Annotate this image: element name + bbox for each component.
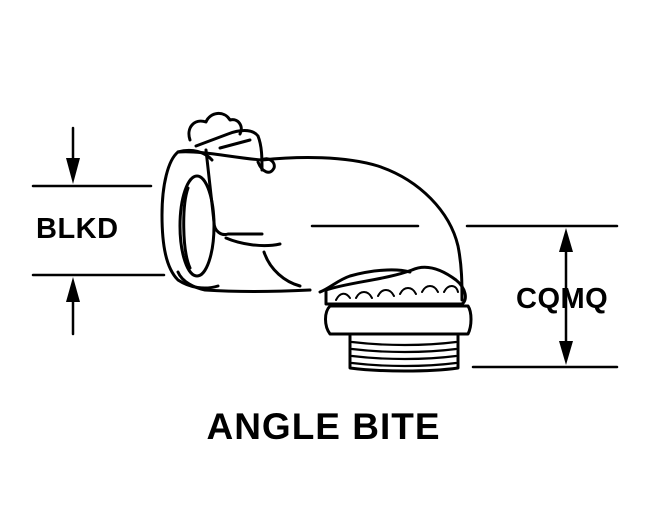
left-arrow-head-bottom [66, 277, 80, 302]
left-arrow-head-top [66, 158, 80, 184]
open-end-inner [182, 186, 192, 270]
clamp-wire [187, 112, 264, 236]
knurl-marks [335, 285, 459, 301]
thread-lines [350, 340, 458, 368]
dimension-label-left: BLKD [36, 213, 119, 245]
dimension-label-right: CQMQ [516, 283, 609, 315]
right-arrow-head-top [559, 228, 573, 252]
clamp-tab [224, 157, 282, 248]
left-dimension [31, 126, 166, 336]
clamp-collar [160, 148, 220, 290]
lock-nut [324, 304, 473, 336]
elbow-outline [176, 150, 464, 302]
threaded-end [348, 334, 460, 373]
right-dimension [465, 224, 619, 369]
right-arrow-head-bottom [559, 341, 573, 365]
elbow-inner-contour [262, 250, 412, 294]
connector-body [160, 112, 473, 373]
knurled-ring [324, 265, 467, 306]
diagram-caption: ANGLE BITE [206, 406, 441, 447]
